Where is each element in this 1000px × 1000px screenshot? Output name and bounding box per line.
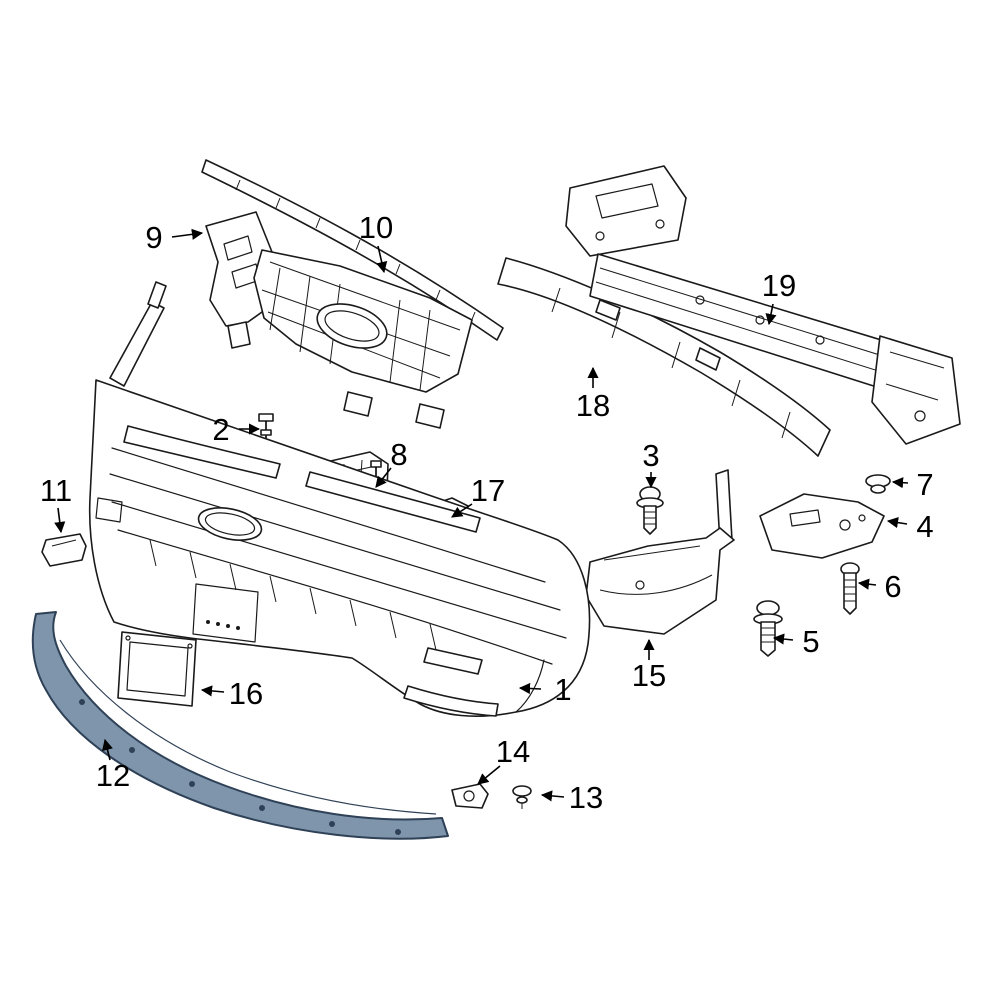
callout-8-label: 8 — [390, 437, 407, 472]
callout-7-label: 7 — [916, 467, 933, 502]
part-11-tow-hook-cap — [41, 533, 87, 567]
callout-9: 9 — [145, 220, 204, 255]
callout-16-label: 16 — [229, 676, 263, 711]
callout-17: 17 — [451, 473, 505, 518]
callout-1: 1 — [518, 672, 572, 707]
callout-2-label: 2 — [212, 412, 229, 447]
callout-11-label: 11 — [40, 473, 72, 508]
part-16-license-bracket — [117, 631, 197, 707]
callout-18-label: 18 — [576, 388, 610, 423]
part-7-nut — [865, 474, 891, 494]
callout-9-label: 9 — [145, 220, 162, 255]
callout-6: 6 — [857, 569, 902, 604]
part-13-push-clip — [512, 785, 532, 809]
callout-6-label: 6 — [884, 569, 901, 604]
callout-14-label: 14 — [496, 734, 530, 769]
callout-4-label: 4 — [916, 509, 933, 544]
callout-17-label: 17 — [471, 473, 505, 508]
callout-19-label: 19 — [762, 268, 796, 303]
part-10-sight-shield — [201, 159, 504, 341]
part-18-energy-absorber — [497, 257, 831, 457]
part-4-outer-bracket — [759, 493, 885, 559]
part-14-clip — [451, 783, 489, 809]
callout-3-label: 3 — [642, 438, 659, 473]
part-1-bumper-cover — [88, 281, 591, 717]
callout-3: 3 — [642, 438, 660, 489]
part-15-air-deflector — [585, 469, 735, 635]
callout-19: 19 — [762, 268, 796, 326]
callout-1-label: 1 — [554, 672, 571, 707]
part-19-impact-bar — [565, 165, 961, 445]
callout-10: 10 — [359, 210, 393, 274]
callout-12-label: 12 — [96, 758, 130, 793]
part-6-screw — [840, 562, 860, 615]
part-12-front-spoiler — [31, 611, 449, 840]
callout-5: 5 — [772, 624, 820, 659]
callout-13-label: 13 — [569, 780, 603, 815]
callout-4: 4 — [886, 509, 934, 544]
callout-15: 15 — [632, 638, 666, 693]
callout-5-label: 5 — [802, 624, 819, 659]
callout-7: 7 — [891, 467, 934, 502]
callout-2: 2 — [212, 412, 261, 447]
callout-10-label: 10 — [359, 210, 393, 245]
callout-8: 8 — [375, 437, 408, 488]
callout-14: 14 — [477, 734, 530, 785]
callout-11: 11 — [40, 473, 72, 534]
callout-18: 18 — [576, 366, 610, 423]
part-10-reinforcement-lattice — [253, 249, 473, 429]
callout-15-label: 15 — [632, 658, 666, 693]
part-3-screw — [636, 486, 664, 535]
callout-12: 12 — [96, 738, 130, 793]
callout-13: 13 — [540, 780, 603, 815]
callout-16: 16 — [200, 676, 263, 711]
part-5-screw — [753, 600, 783, 657]
